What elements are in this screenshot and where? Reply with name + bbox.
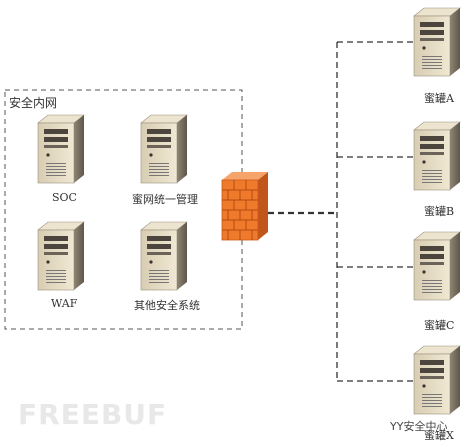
connection-lines	[268, 41, 413, 382]
server-label-honeynet-management: 蜜网统一管理	[132, 193, 198, 206]
server-label-waf: WAF	[51, 297, 78, 310]
honeypot-label-b: 蜜罐B	[424, 205, 455, 218]
server-icon	[413, 345, 461, 415]
honeypot-label-c: 蜜罐C	[424, 319, 455, 332]
server-label-other-security: 其他安全系统	[134, 299, 200, 312]
freebuf-watermark: FREEBUF	[18, 398, 168, 431]
yy-security-watermark: YY安全中心	[390, 420, 448, 433]
server-icon	[413, 7, 461, 77]
honeypot-label-a: 蜜罐A	[424, 92, 454, 105]
server-icon	[413, 231, 461, 301]
server-icon	[140, 114, 188, 184]
server-icon	[413, 121, 461, 191]
firewall-icon	[221, 172, 268, 241]
server-icon	[37, 221, 85, 291]
honeypot-label-x: 蜜罐X	[424, 429, 454, 442]
security-zone-title: 安全内网	[9, 96, 58, 110]
server-label-soc: SOC	[52, 191, 77, 204]
server-icon	[37, 114, 85, 184]
server-icon	[140, 221, 188, 291]
security-zone-border	[4, 89, 243, 330]
